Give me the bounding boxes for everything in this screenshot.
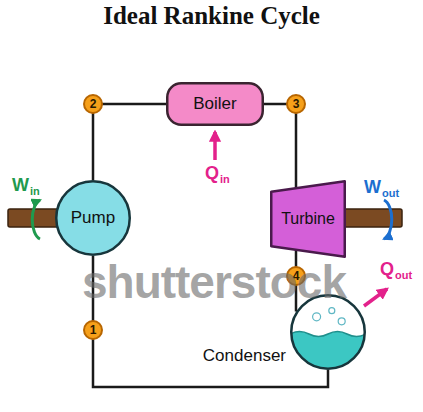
- heat-out-arrow: [364, 289, 387, 306]
- boiler-box: Boiler: [166, 82, 264, 126]
- node-label: Condenser: [203, 346, 286, 366]
- node-label: Pump: [71, 208, 115, 228]
- condenser-water: [290, 332, 366, 371]
- work-subscript: out: [382, 187, 399, 199]
- work-out-arrow: [384, 200, 392, 239]
- turbine-shaft: [344, 209, 402, 227]
- work-symbol: W: [12, 176, 29, 196]
- pipe-line: [93, 104, 166, 180]
- state-number: 2: [83, 94, 103, 114]
- boiler-body: [167, 83, 263, 125]
- heat-symbol: Q: [205, 164, 219, 184]
- watermark: shutterstock: [82, 257, 346, 308]
- steam-bubble: [313, 313, 321, 321]
- heat-in-arrow: [213, 132, 217, 160]
- work-symbol: W: [364, 178, 381, 198]
- node-label: Boiler: [193, 94, 236, 114]
- steam-bubble: [338, 318, 345, 325]
- circle-fill: [56, 181, 130, 255]
- state-number: 3: [286, 94, 306, 114]
- work-in-arrow: [32, 200, 40, 239]
- circle-outline: [56, 181, 130, 255]
- work-subscript: in: [30, 185, 40, 197]
- heat-subscript: out: [395, 269, 412, 281]
- pump-circle: Pump: [55, 180, 131, 256]
- state-number: 1: [83, 320, 103, 340]
- heat-subscript: in: [220, 173, 230, 185]
- turbine-shape: Turbine: [270, 180, 346, 258]
- turbine-body: [271, 181, 345, 257]
- pipe-line: [264, 104, 296, 188]
- diagram-title: Ideal Rankine Cycle: [0, 2, 423, 31]
- heat-symbol: Q: [380, 260, 394, 280]
- water-surface: [290, 332, 366, 337]
- steam-bubble: [329, 308, 335, 314]
- node-label: Turbine: [281, 210, 335, 228]
